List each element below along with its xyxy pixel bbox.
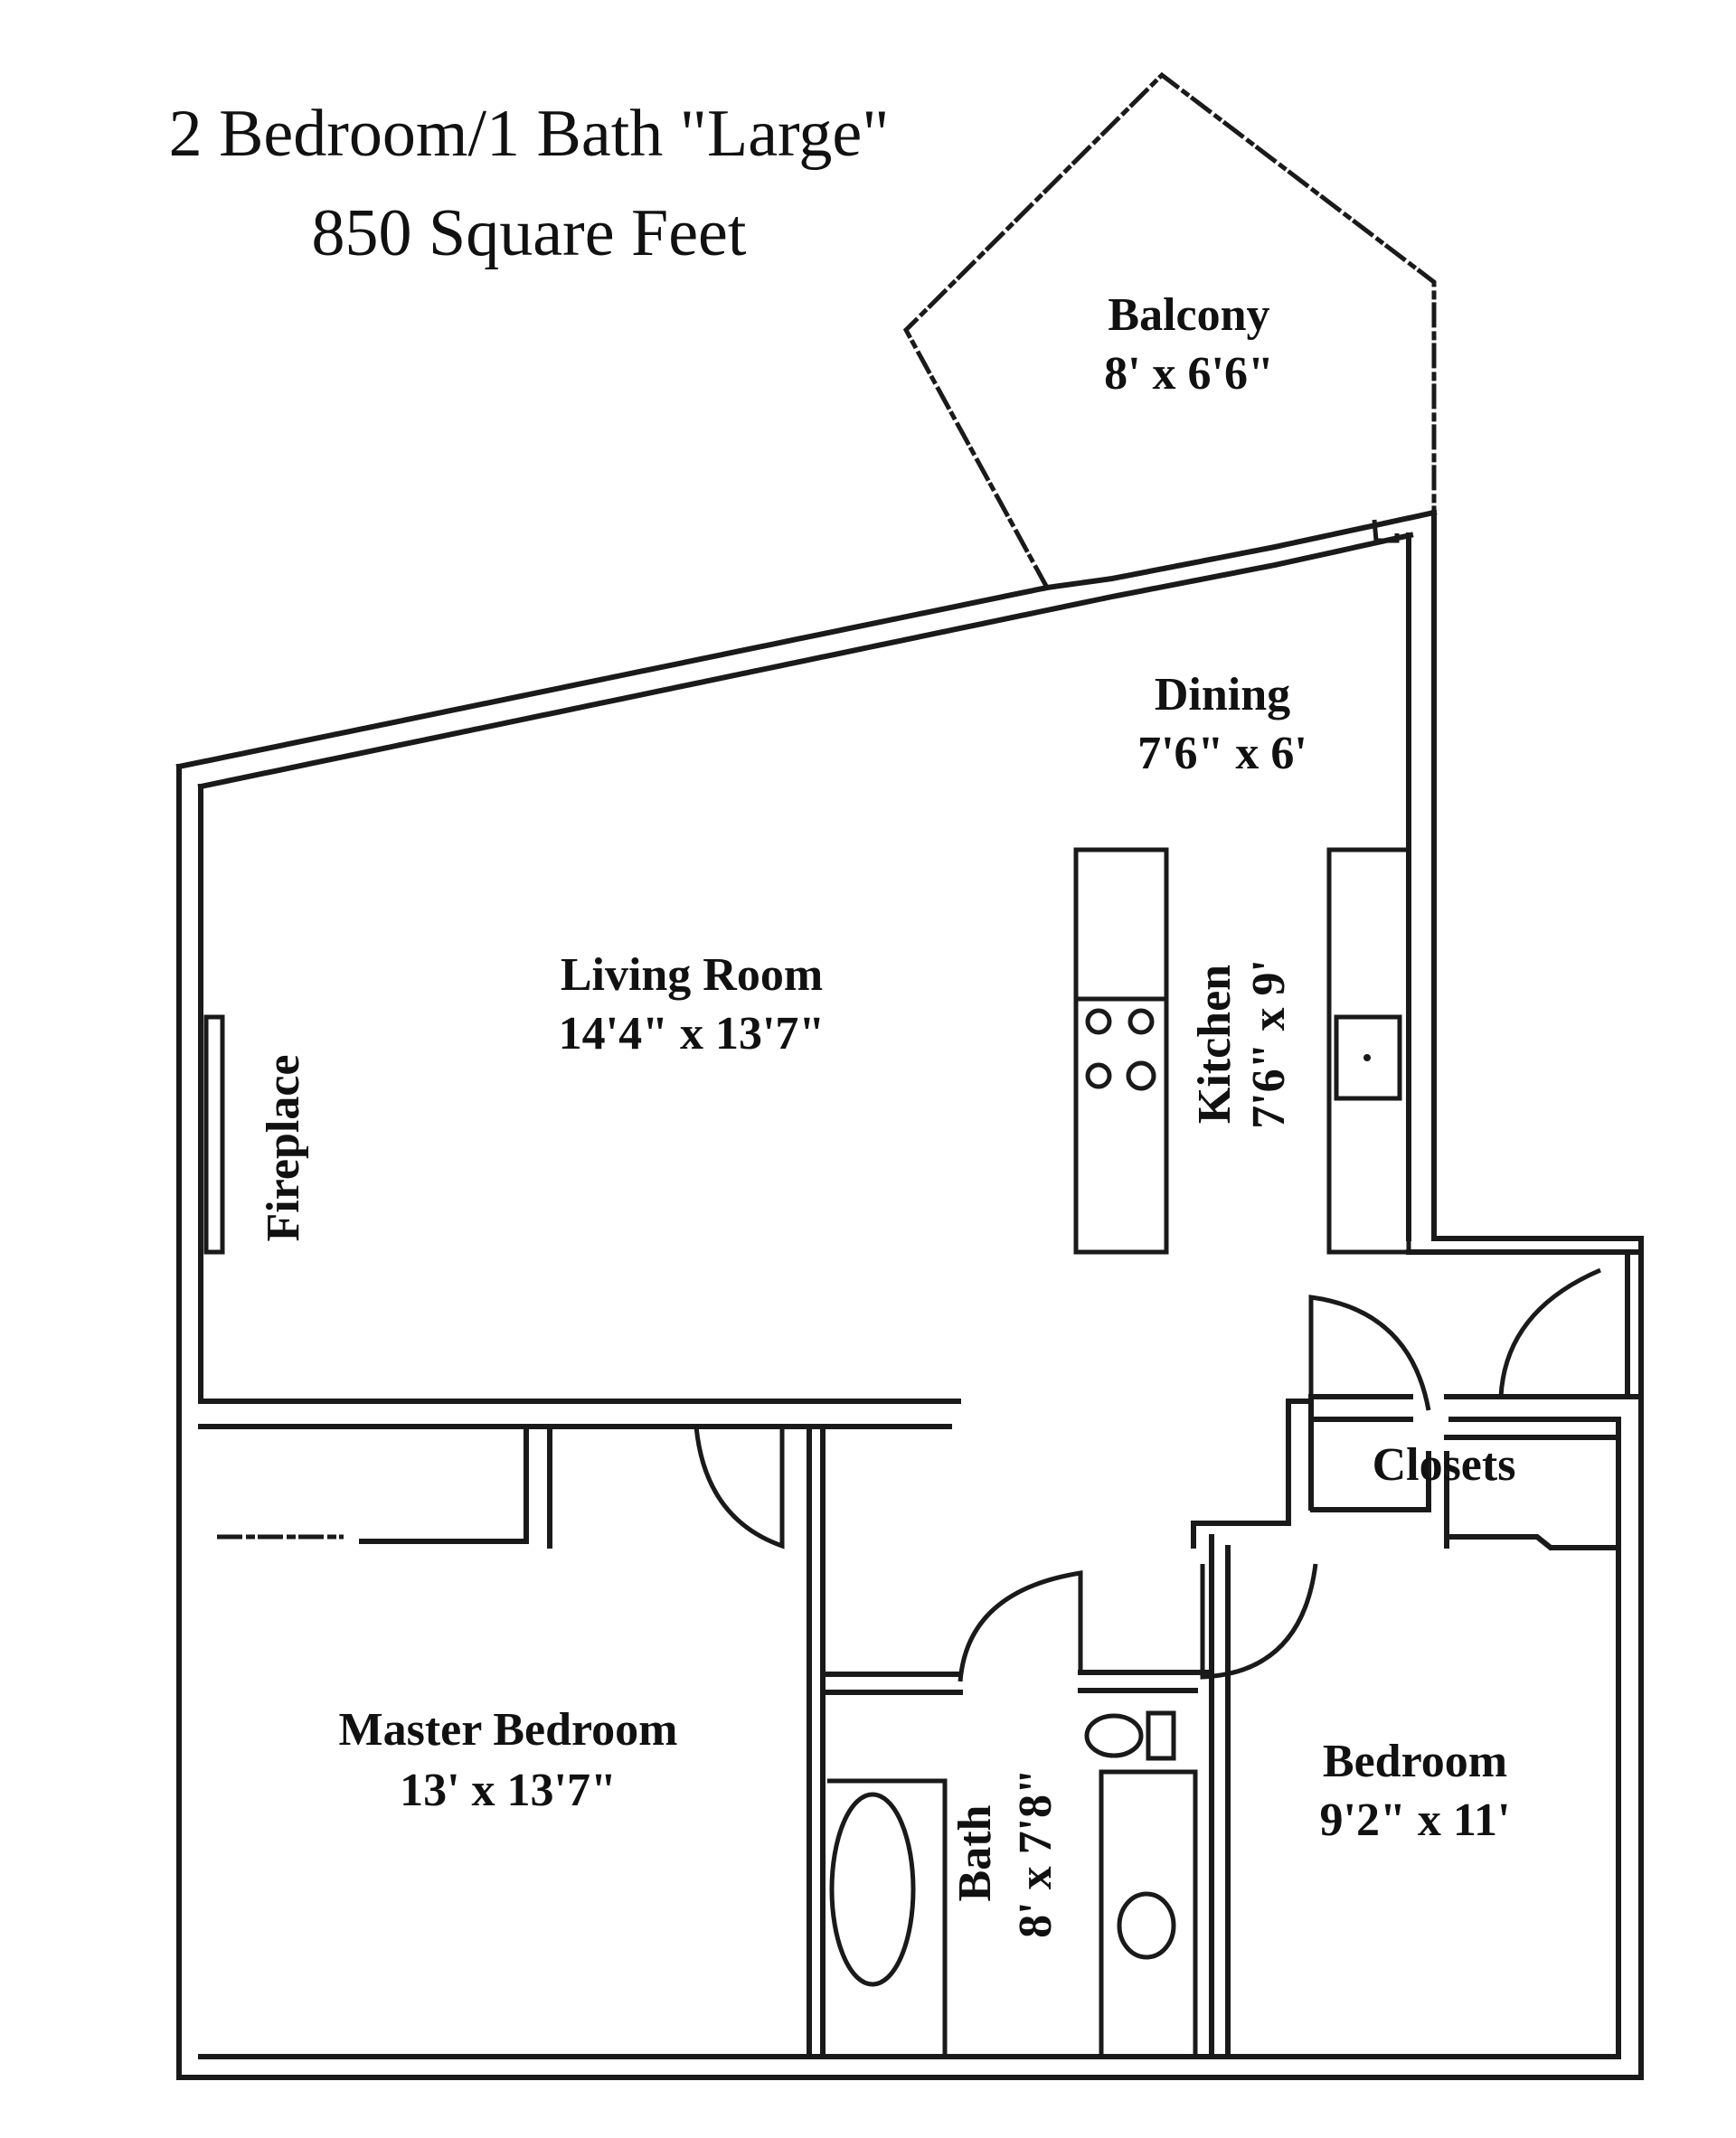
stove-burner [1127, 1008, 1155, 1035]
kitchen-fixtures [1073, 847, 1411, 1255]
plan-title-line1: 2 Bedroom/1 Bath "Large" [169, 97, 890, 171]
bath-label: Bath [949, 1804, 1001, 1901]
bath-dimensions: 8' x 7'8" [1010, 1768, 1061, 1938]
kitchen-label: Kitchen [1189, 965, 1241, 1124]
dining-dimensions: 7'6" x 6' [1137, 728, 1307, 779]
toilet [1084, 1713, 1144, 1758]
kitchen-counter-left [1073, 847, 1169, 1255]
stove-burner [1085, 1008, 1112, 1035]
balcony-railing [902, 71, 1437, 589]
bedroom-door [1200, 1563, 1318, 1680]
interior-walls [198, 1254, 1644, 2059]
bedroom-label: Bedroom [1323, 1736, 1507, 1787]
bath-fixtures [827, 1710, 1198, 2059]
balcony-label: Balcony [1108, 289, 1269, 341]
plan-title-line2: 850 Square Feet [312, 196, 747, 270]
vanity-sink [1117, 1891, 1176, 1960]
stove-burner [1085, 1062, 1112, 1089]
balcony-dimensions: 8' x 6'6" [1104, 348, 1274, 400]
closet-door-left [1308, 1295, 1431, 1411]
fireplace-hearth [203, 1014, 225, 1255]
doors [693, 1267, 1601, 1682]
master-bedroom-door [693, 1426, 785, 1549]
master-bedroom-dimensions: 13' x 13'7" [400, 1765, 617, 1816]
kitchen-sink [1334, 1014, 1402, 1101]
closet-door-right [1498, 1267, 1601, 1398]
kitchen-counter-right [1326, 847, 1411, 1255]
fireplace: Fireplace [203, 1014, 309, 1255]
bedroom-dimensions: 9'2" x 11' [1320, 1794, 1511, 1846]
room-labels: Balcony 8' x 6'6" Dining 7'6" x 6' Livin… [339, 289, 1516, 1938]
vanity [1099, 1769, 1198, 2059]
bathtub [829, 1792, 916, 1987]
dining-label: Dining [1155, 669, 1290, 721]
bath-door [958, 1570, 1083, 1682]
balcony [902, 71, 1437, 589]
master-bedroom-label: Master Bedroom [339, 1704, 678, 1756]
toilet-tank [1146, 1710, 1176, 1761]
fireplace-label: Fireplace [258, 1055, 309, 1242]
living-room-label: Living Room [561, 949, 823, 1001]
living-room-dimensions: 14'4" x 13'7" [559, 1008, 826, 1060]
kitchen-dimensions: 7'6" x 9' [1243, 959, 1295, 1129]
closets-label: Closets [1373, 1439, 1516, 1491]
stove-burner [1126, 1060, 1156, 1091]
